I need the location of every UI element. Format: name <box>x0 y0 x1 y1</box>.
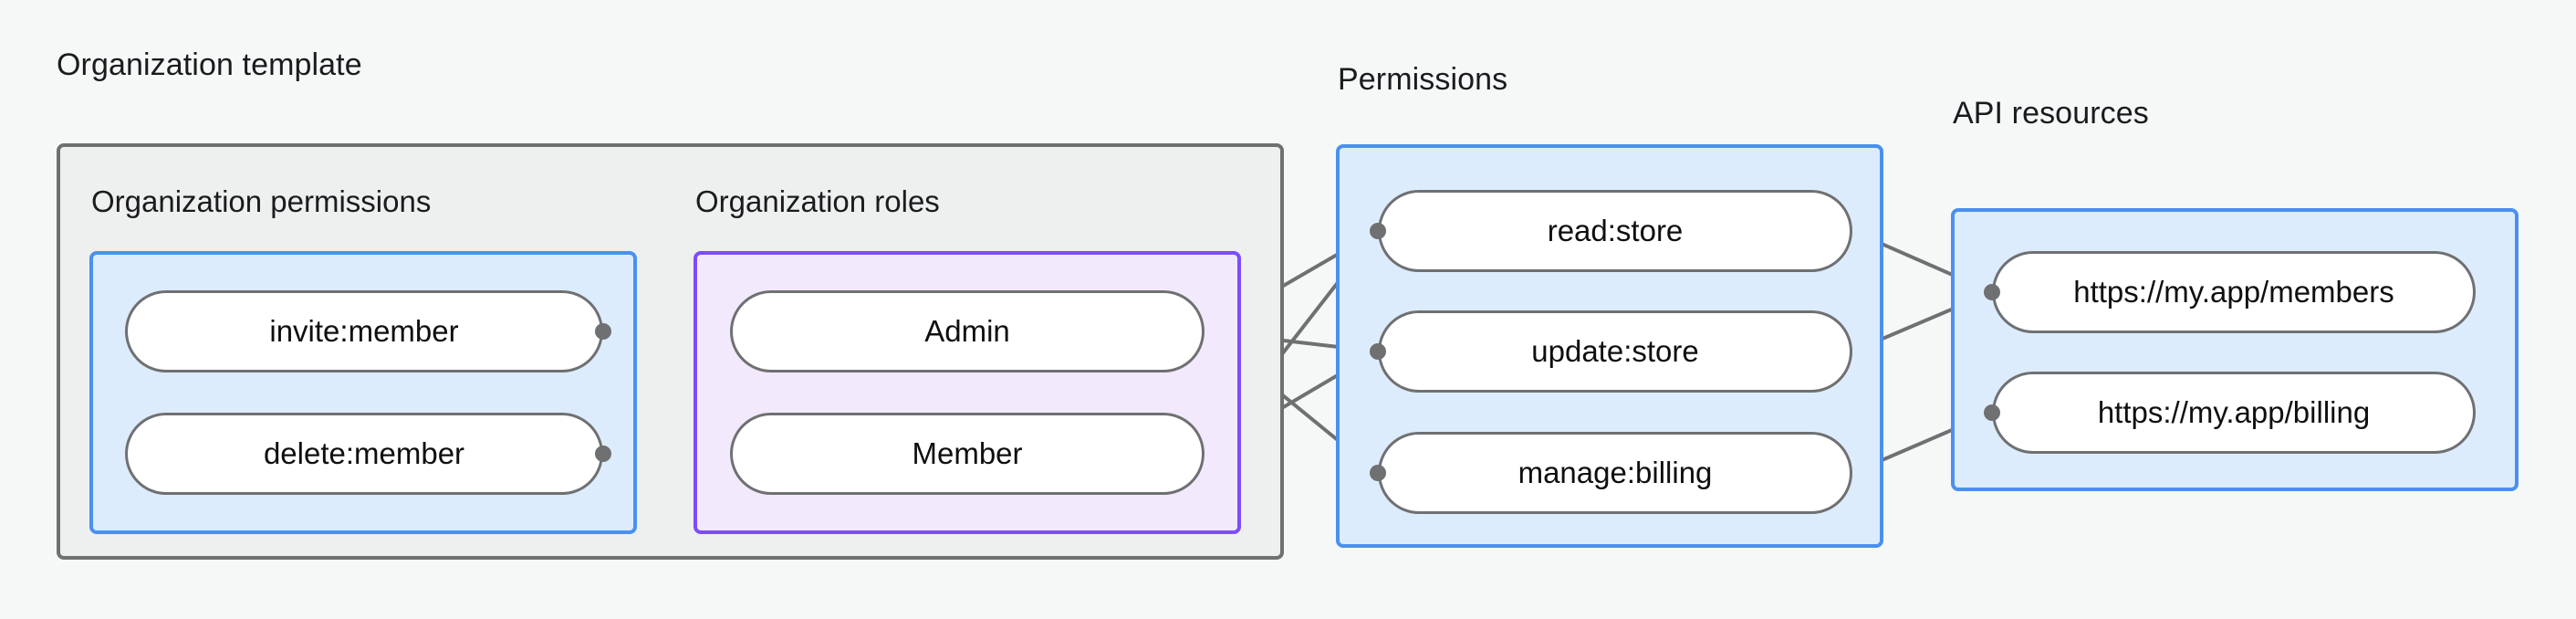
node-member[interactable]: Member <box>730 413 1205 495</box>
port-billing-resource-left <box>1984 404 2000 421</box>
node-manage-billing[interactable]: manage:billing <box>1378 432 1852 514</box>
port-invite-member-right <box>595 323 611 340</box>
organization-permissions-title: Organization permissions <box>91 184 432 218</box>
node-delete-member[interactable]: delete:member <box>125 413 603 495</box>
permissions-title: Permissions <box>1338 62 1508 97</box>
organization-roles-title: Organization roles <box>695 184 940 218</box>
node-invite-member[interactable]: invite:member <box>125 290 603 372</box>
port-update-store-left <box>1370 343 1386 360</box>
api-resources-title: API resources <box>1953 96 2149 131</box>
node-read-store[interactable]: read:store <box>1378 190 1852 272</box>
node-billing-resource[interactable]: https://my.app/billing <box>1992 372 2476 454</box>
node-update-store[interactable]: update:store <box>1378 310 1852 393</box>
node-members-resource[interactable]: https://my.app/members <box>1992 251 2476 333</box>
port-delete-member-right <box>595 446 611 462</box>
port-manage-billing-left <box>1370 465 1386 481</box>
organization-template-title: Organization template <box>57 47 362 82</box>
port-read-store-left <box>1370 223 1386 239</box>
port-members-resource-left <box>1984 284 2000 300</box>
node-admin[interactable]: Admin <box>730 290 1205 372</box>
